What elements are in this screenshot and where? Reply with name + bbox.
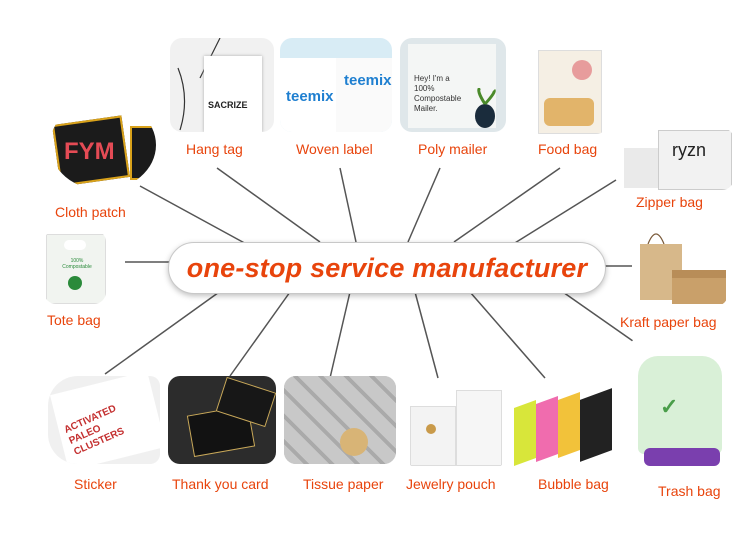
poly-mailer-print: Hey! I'm a 100% Compostable Mailer.: [414, 74, 462, 113]
connector-tissue-paper: [329, 291, 351, 379]
connector-cloth-patch: [139, 185, 251, 247]
poly-mailer-image: Hey! I'm a 100% Compostable Mailer.: [400, 38, 506, 132]
connector-woven-label: [339, 167, 357, 243]
cloth-patch-print: FYM: [64, 138, 115, 165]
bubble-bag-label: Bubble bag: [538, 476, 609, 492]
jewelry-pouch-image: [406, 384, 506, 468]
connector-hang-tag: [216, 167, 321, 243]
hang-tag-image: SACRIZE: [170, 38, 274, 132]
food-bag-label: Food bag: [538, 141, 598, 157]
kraft-paper-bag-label: Kraft paper bag: [620, 314, 717, 330]
center-title: one-stop service manufacturer: [186, 253, 588, 283]
woven-label-label: Woven label: [296, 141, 373, 157]
poly-mailer-label: Poly mailer: [418, 141, 488, 157]
cloth-patch-image: FYM: [50, 100, 156, 190]
trash-bag-label: Trash bag: [658, 483, 721, 499]
connector-food-bag: [453, 167, 561, 243]
tote-bag-image: 100% Compostable: [44, 230, 106, 304]
tissue-paper-image: [284, 376, 396, 464]
connector-zipper-bag: [509, 179, 617, 247]
zipper-bag-image: ryzn: [618, 128, 734, 190]
trash-bag-image: ✓: [630, 336, 726, 476]
tote-bag-print: 100% Compostable: [62, 258, 92, 270]
hang-tag-label: Hang tag: [186, 141, 243, 157]
thank-you-card-label: Thank you card: [172, 476, 269, 492]
woven-label-brand: teemix: [344, 72, 392, 89]
sticker-image: ACTIVATED PALEO CLUSTERS: [48, 376, 160, 464]
connector-thank-you-card: [229, 291, 291, 377]
connector-jewelry-pouch: [414, 291, 439, 379]
jewelry-pouch-label: Jewelry pouch: [406, 476, 496, 492]
connector-poly-mailer: [407, 167, 441, 243]
woven-label-image: teemix teemix: [280, 38, 392, 132]
zipper-bag-label: Zipper bag: [636, 194, 703, 210]
connector-sticker: [104, 289, 223, 375]
bubble-bag-image: [508, 384, 620, 468]
thank-you-card-image: [168, 376, 276, 464]
woven-label-brand-2: teemix: [286, 88, 334, 105]
connector-bubble-bag: [469, 291, 546, 379]
tote-bag-label: Tote bag: [47, 312, 101, 328]
kraft-paper-bag-image: [632, 224, 728, 306]
center-hub: one-stop service manufacturer: [168, 242, 606, 294]
sticker-label: Sticker: [74, 476, 117, 492]
tissue-paper-label: Tissue paper: [303, 476, 384, 492]
food-bag-image: [528, 48, 608, 134]
trash-bag-mark: ✓: [660, 394, 679, 419]
zipper-bag-brand: ryzn: [672, 140, 707, 160]
hang-tag-brand: SACRIZE: [208, 100, 248, 110]
cloth-patch-label: Cloth patch: [55, 204, 126, 220]
